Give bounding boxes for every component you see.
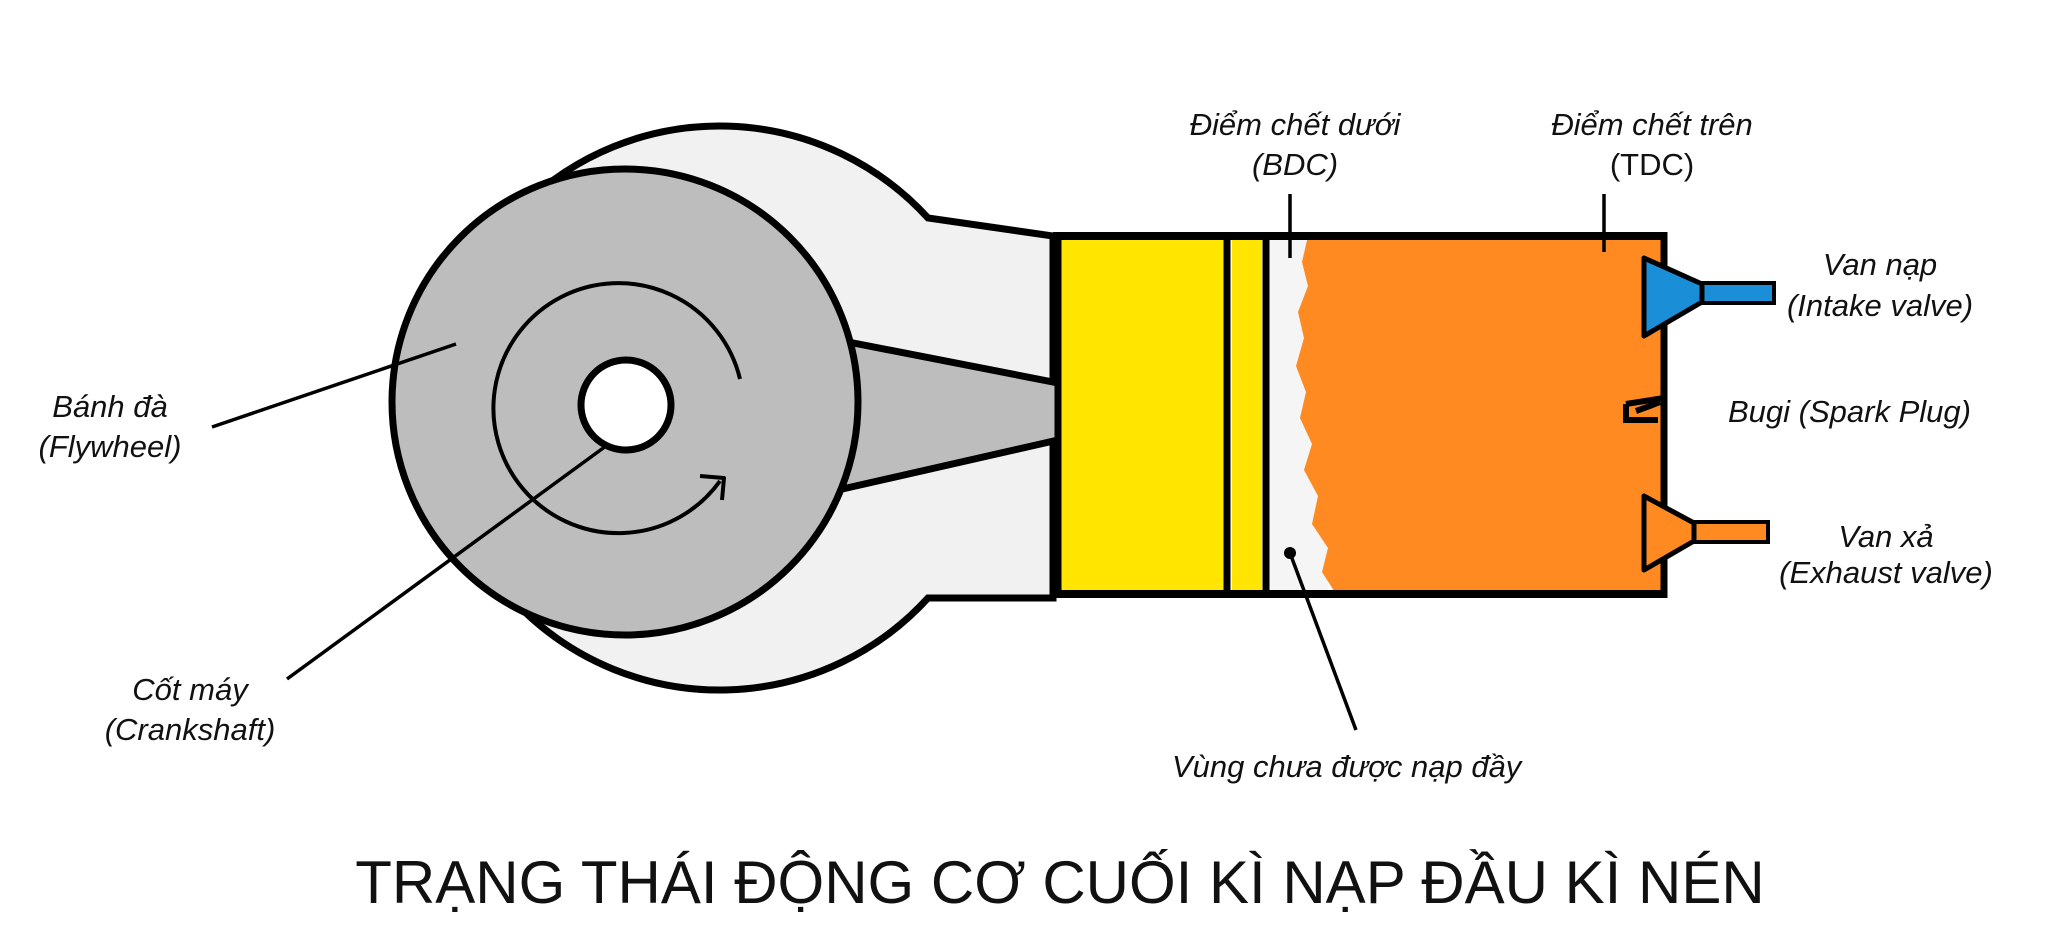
svg-text:Cốt máy: Cốt máy bbox=[132, 672, 250, 707]
exhaust-valve-label: Van xả (Exhaust valve) bbox=[1779, 519, 1993, 590]
piston bbox=[1054, 238, 1270, 592]
svg-text:(Exhaust valve): (Exhaust valve) bbox=[1779, 555, 1993, 590]
svg-text:Bánh đà: Bánh đà bbox=[52, 389, 168, 424]
bdc-label: Điểm chết dưới (BDC) bbox=[1190, 107, 1402, 182]
unfilled-zone-leader bbox=[1288, 552, 1358, 731]
svg-text:(Crankshaft): (Crankshaft) bbox=[105, 712, 276, 747]
exhaust-valve bbox=[1641, 493, 1770, 573]
svg-text:Van nạp: Van nạp bbox=[1823, 247, 1937, 282]
svg-text:Điểm chết trên: Điểm chết trên bbox=[1551, 107, 1753, 142]
flywheel-label: Bánh đà (Flywheel) bbox=[39, 389, 182, 464]
unfilled-zone-label: Vùng chưa được nạp đầy bbox=[1172, 749, 1524, 784]
crankshaft-hub bbox=[577, 356, 675, 454]
unfilled-zone-marker bbox=[1284, 547, 1296, 559]
svg-text:(Flywheel): (Flywheel) bbox=[39, 429, 182, 464]
flywheel-leader bbox=[211, 342, 457, 429]
tdc-label: Điểm chết trên (TDC) bbox=[1551, 107, 1753, 182]
crankshaft-leader bbox=[285, 444, 608, 681]
svg-text:(TDC): (TDC) bbox=[1610, 147, 1694, 182]
rotation-arrow-icon bbox=[491, 281, 742, 536]
svg-text:Van xả: Van xả bbox=[1838, 519, 1933, 554]
fuel-air-charge bbox=[1296, 236, 1662, 594]
svg-text:(Intake valve): (Intake valve) bbox=[1787, 288, 1973, 323]
intake-valve bbox=[1641, 255, 1776, 339]
spark-plug-icon bbox=[1623, 395, 1665, 423]
spark-plug-label: Bugi (Spark Plug) bbox=[1728, 394, 1971, 429]
svg-text:(BDC): (BDC) bbox=[1252, 147, 1338, 182]
diagram-title: TRẠNG THÁI ĐỘNG CƠ CUỐI KÌ NẠP ĐẦU KÌ NÉ… bbox=[355, 849, 1764, 916]
intake-valve-label: Van nạp (Intake valve) bbox=[1787, 247, 1973, 323]
svg-text:Điểm chết dưới: Điểm chết dưới bbox=[1190, 107, 1402, 142]
crankshaft-label: Cốt máy (Crankshaft) bbox=[105, 672, 276, 747]
